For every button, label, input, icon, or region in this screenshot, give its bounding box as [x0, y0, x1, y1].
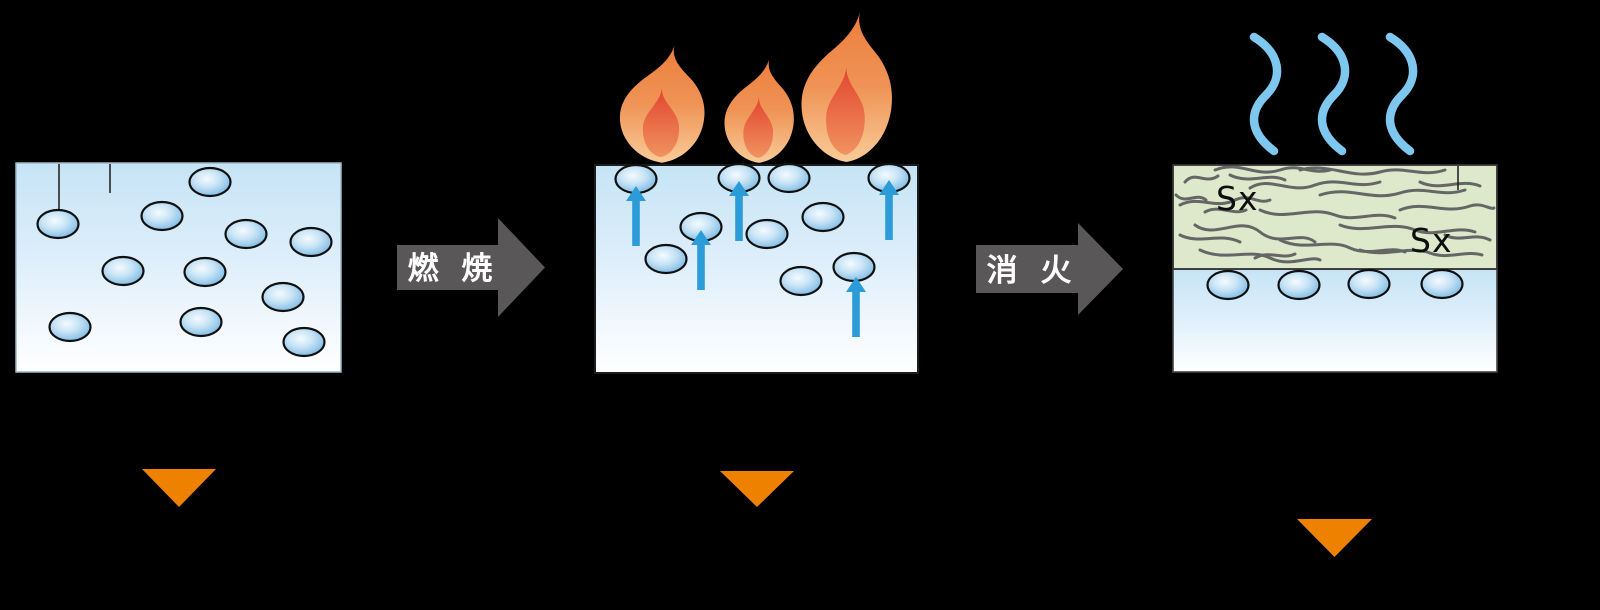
stage-arrow-extinguish: 消 火 — [976, 223, 1123, 315]
sx-label: Sx — [1216, 179, 1258, 218]
bubble-icon — [179, 306, 223, 338]
foam-polymer-strands — [1174, 166, 1496, 264]
steam-wisp-icon — [1390, 37, 1413, 151]
stage-arrow-combustion: 燃 焼 — [397, 218, 545, 317]
bubble-icon — [101, 255, 145, 287]
bubble-icon — [1347, 268, 1391, 300]
bubble-icon — [1420, 268, 1464, 300]
bubble-icon — [1277, 269, 1321, 301]
bubble-icon — [188, 166, 232, 198]
bubble-icon — [261, 281, 305, 313]
bubble-icon — [832, 251, 876, 283]
stage-arrow-icon — [976, 223, 1123, 315]
bubble-icon — [282, 326, 326, 358]
extinguish-arrow-label: 消 火 — [987, 253, 1078, 289]
bubble-icon — [36, 208, 80, 240]
bubble-icon — [1206, 269, 1250, 301]
pointer-triangle-icon — [1297, 519, 1372, 557]
flame-icon — [801, 10, 892, 162]
bubble-icon — [224, 218, 268, 250]
steam-wisp-icon — [1254, 37, 1277, 151]
bubble-icon — [767, 162, 811, 194]
sx-label: Sx — [1410, 221, 1452, 260]
steam-wisps — [1254, 37, 1413, 151]
bubble-icon — [644, 243, 688, 275]
pointer-triangle-icon — [142, 469, 216, 507]
bubble-icon — [289, 226, 333, 258]
caption-pointers — [142, 469, 1372, 557]
bubble-icon — [801, 201, 845, 233]
panel-burning-liquid — [594, 10, 919, 374]
combustion-arrow-label: 燃 焼 — [408, 251, 499, 287]
bubble-icon — [140, 200, 184, 232]
panel-extinguished: Sx Sx — [1172, 37, 1498, 373]
bubble-icon — [745, 218, 789, 250]
pointer-triangle-icon — [720, 471, 794, 507]
bubble-icon — [48, 311, 92, 343]
flame-icon — [724, 57, 794, 163]
stage-arrow-icon — [397, 218, 545, 317]
flame-icon — [619, 43, 705, 163]
bubble-icon — [183, 256, 227, 288]
panel-flammable-liquid — [15, 162, 342, 373]
steam-wisp-icon — [1322, 37, 1345, 151]
bubble-icon — [779, 265, 823, 297]
